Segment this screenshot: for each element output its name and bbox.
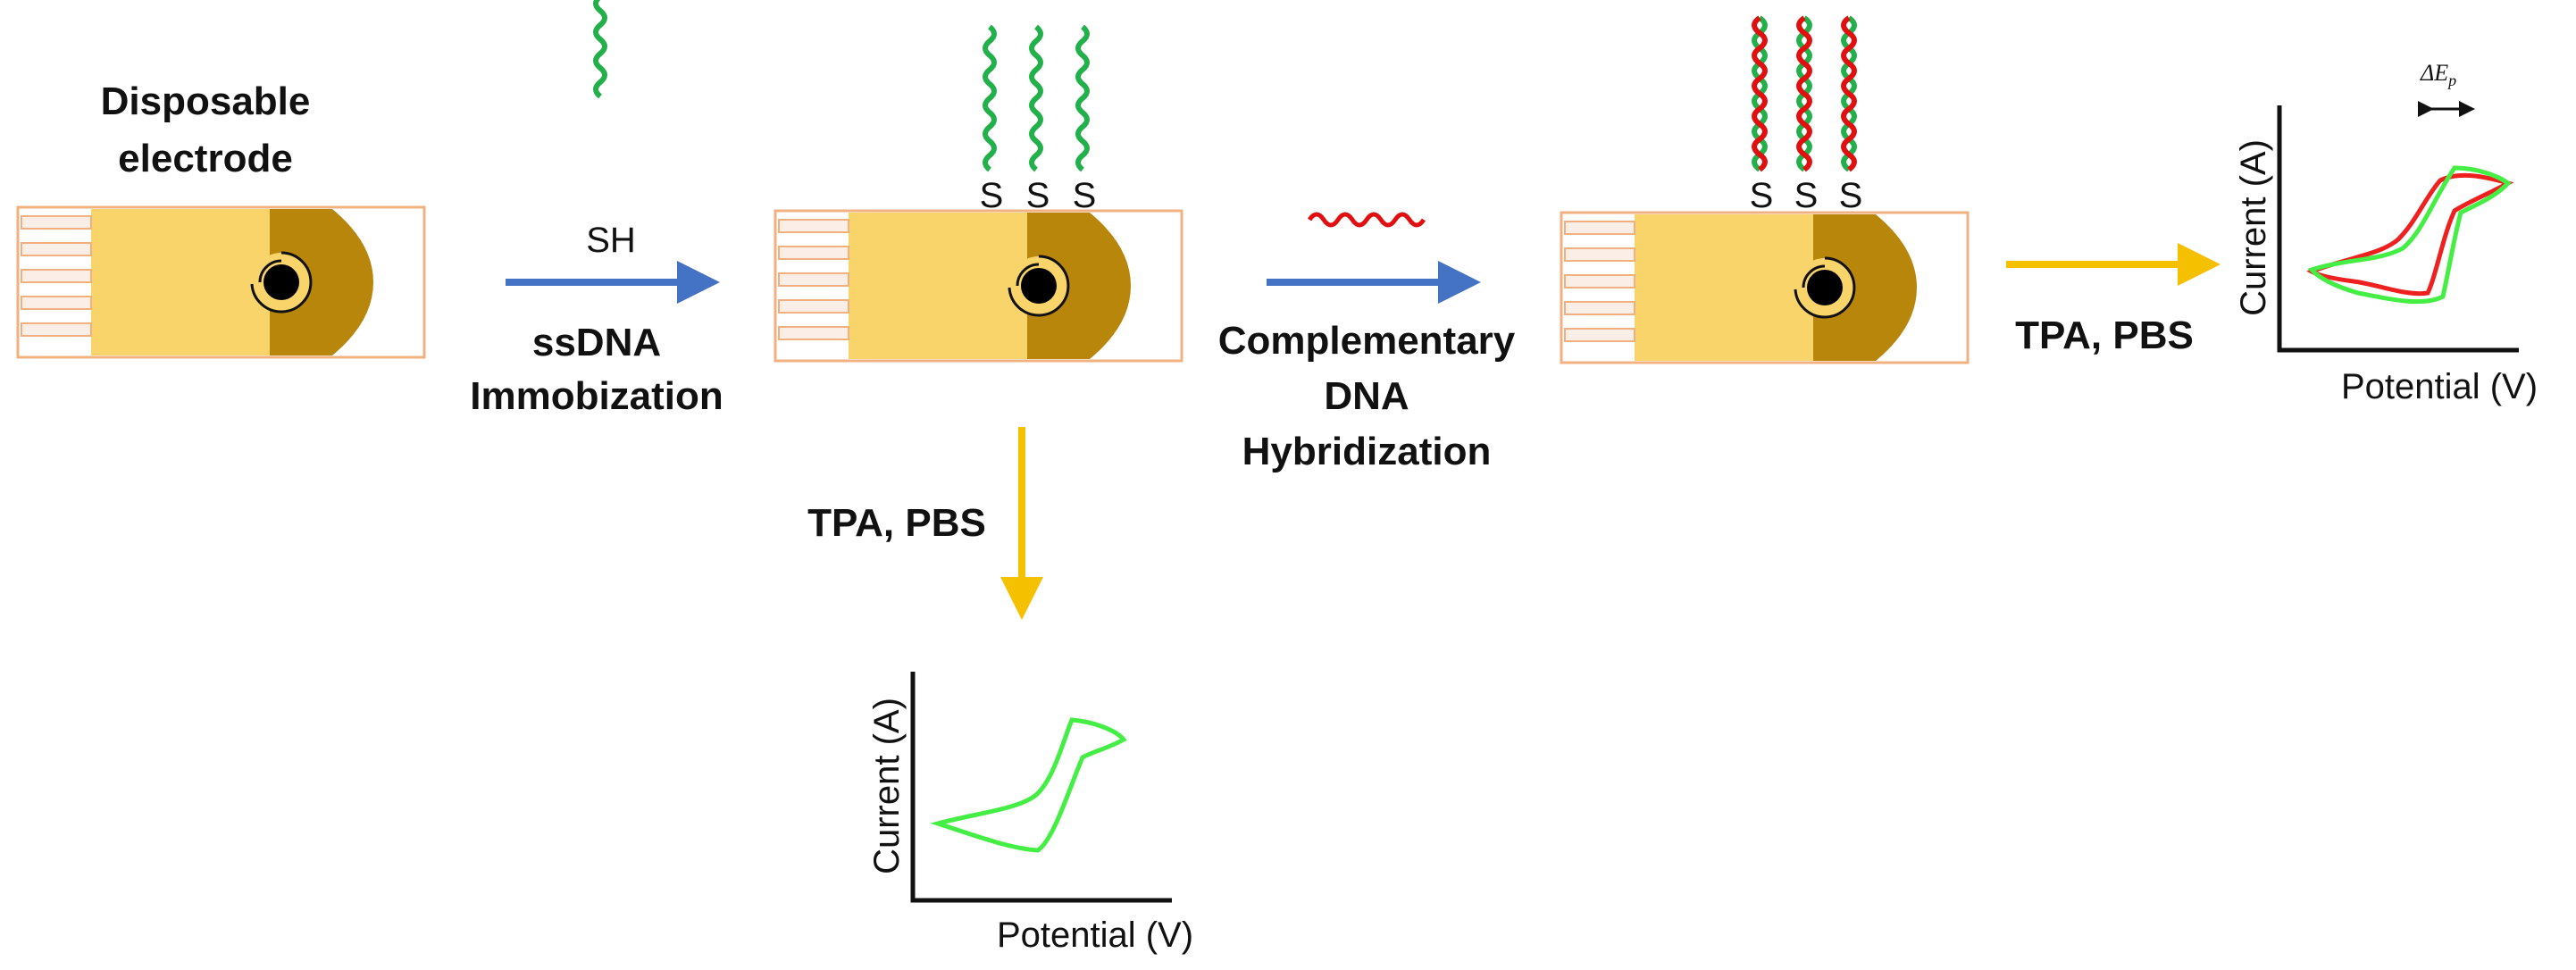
- step2-label-line3: Hybridization: [1242, 430, 1492, 473]
- cv-plot-hybridized: Current (A) Potential (V) ΔEp: [2234, 60, 2538, 406]
- step1-label-line2: Immobization: [470, 374, 723, 418]
- bare-electrode: [16, 205, 426, 359]
- cv-curve-red: [2306, 172, 2514, 297]
- delta-ep-label: ΔEp: [2420, 60, 2456, 89]
- dsdna-electrode: [1560, 211, 1970, 364]
- measurement-label-down: TPA, PBS: [807, 501, 986, 545]
- right-plot-ylabel: Current (A): [2234, 139, 2273, 316]
- bottom-plot-xlabel: Potential (V): [997, 916, 1193, 955]
- cv-curve-green-ssdna: [930, 717, 1127, 853]
- cv-curve-green: [2307, 165, 2512, 305]
- thiol-label: SH: [586, 221, 636, 260]
- bottom-plot-ylabel: Current (A): [867, 698, 907, 874]
- sulfur-label-5: S: [1794, 176, 1819, 215]
- electrode-title-line1: Disposable: [101, 79, 311, 123]
- dsdna-helices: [1752, 15, 1857, 172]
- step2-label-line2: DNA: [1324, 374, 1409, 418]
- right-plot-xlabel: Potential (V): [2341, 367, 2538, 406]
- electrode-title-line2: electrode: [118, 137, 293, 180]
- measurement-label-right: TPA, PBS: [2015, 314, 2194, 357]
- ssdna-strands: [983, 24, 1090, 172]
- sulfur-label-1: S: [980, 176, 1004, 215]
- sulfur-label-4: S: [1750, 176, 1774, 215]
- ssdna-probe-strand: [593, 0, 607, 99]
- target-dna-strand: [1307, 212, 1426, 228]
- step1-label-line1: ssDNA: [532, 321, 661, 364]
- sulfur-label-3: S: [1073, 176, 1097, 215]
- step2-label-line1: Complementary: [1218, 319, 1516, 363]
- sulfur-label-2: S: [1026, 176, 1050, 215]
- ssdna-electrode: [774, 209, 1183, 363]
- sulfur-label-6: S: [1839, 176, 1863, 215]
- cv-plot-ssdna: Current (A) Potential (V): [867, 672, 1193, 955]
